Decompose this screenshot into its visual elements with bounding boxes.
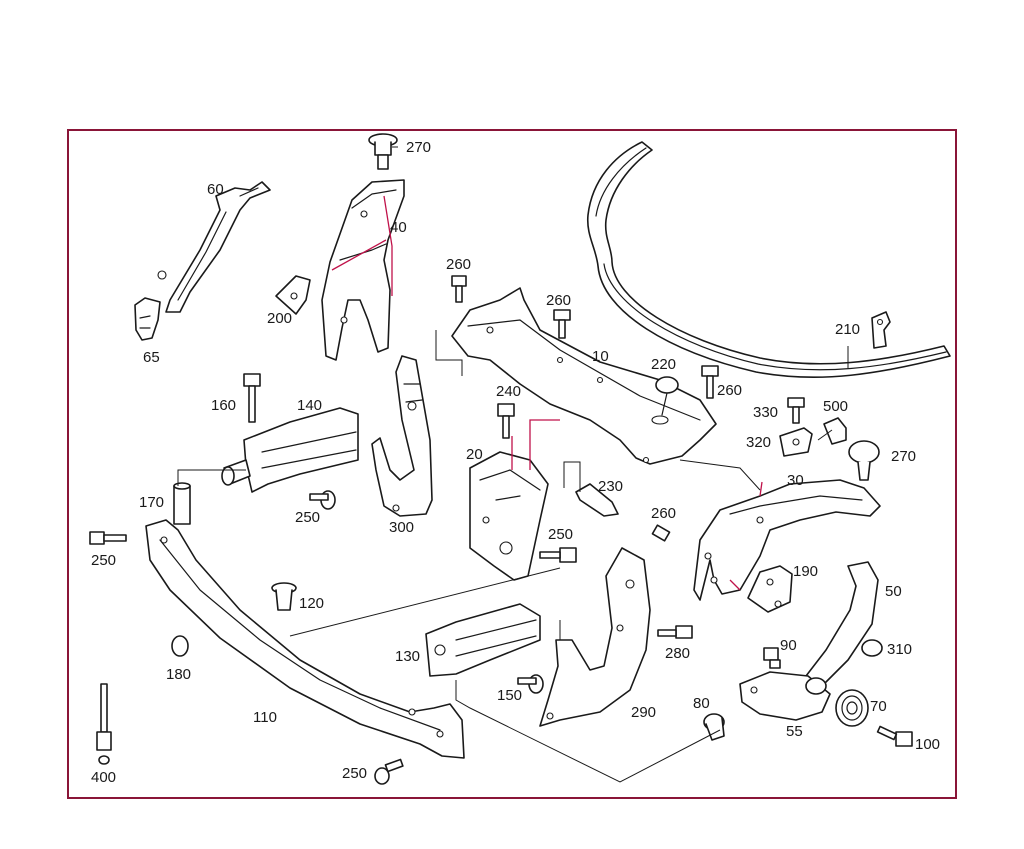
- callout-290[interactable]: 290: [631, 704, 656, 721]
- part-200-bracket: [275, 275, 311, 315]
- callout-60[interactable]: 60: [207, 181, 224, 198]
- callout-50[interactable]: 50: [885, 583, 902, 600]
- callout-240[interactable]: 240: [496, 383, 521, 400]
- callout-labels: 270 40 60 65 200 260 260 10 220 260 210 …: [91, 139, 940, 786]
- callout-250[interactable]: 250: [342, 765, 367, 782]
- callout-270[interactable]: 270: [406, 139, 431, 156]
- callout-190[interactable]: 190: [793, 563, 818, 580]
- part-170-sleeve: [173, 482, 191, 525]
- part-230-clip: [575, 483, 619, 517]
- callout-65[interactable]: 65: [143, 349, 160, 366]
- part-250-bolt-left: [309, 490, 336, 510]
- callout-120[interactable]: 120: [299, 595, 324, 612]
- callout-40[interactable]: 40: [390, 219, 407, 236]
- part-320-bracket: [779, 427, 813, 457]
- part-270-bolt-top: [368, 133, 398, 170]
- leader-lines: [177, 146, 849, 783]
- callout-270[interactable]: 270: [891, 448, 916, 465]
- part-290-crashbox: [539, 547, 651, 727]
- part-190-bracket: [747, 565, 793, 613]
- callout-30[interactable]: 30: [787, 472, 804, 489]
- part-110-bumperbeam: [145, 519, 465, 759]
- callout-300[interactable]: 300: [389, 519, 414, 536]
- callout-250[interactable]: 250: [295, 509, 320, 526]
- callout-280[interactable]: 280: [665, 645, 690, 662]
- part-10-crossmember: [451, 287, 717, 465]
- callout-250[interactable]: 250: [548, 526, 573, 543]
- callout-70[interactable]: 70: [870, 698, 887, 715]
- part-260-bolts: [451, 275, 719, 542]
- callout-260[interactable]: 260: [546, 292, 571, 309]
- part-330-bolt: [787, 397, 805, 424]
- callout-170[interactable]: 170: [139, 494, 164, 511]
- part-270-pushclip: [848, 440, 880, 481]
- callout-160[interactable]: 160: [211, 397, 236, 414]
- part-400-stud: [96, 683, 112, 765]
- callout-320[interactable]: 320: [746, 434, 771, 451]
- part-90-bolt: [763, 647, 781, 669]
- diagram-frame: [67, 129, 957, 799]
- callout-210[interactable]: 210: [835, 321, 860, 338]
- part-130-arm: [425, 603, 541, 677]
- part-220-plug: [655, 376, 679, 416]
- part-80-bushing: [703, 713, 725, 741]
- callout-220[interactable]: 220: [651, 356, 676, 373]
- callout-200[interactable]: 200: [267, 310, 292, 327]
- part-60-strut: [157, 181, 271, 313]
- part-30-bracket: [693, 479, 881, 601]
- part-20-bracket: [469, 419, 560, 581]
- callout-80[interactable]: 80: [693, 695, 710, 712]
- part-250-bolt-center: [539, 547, 577, 563]
- callout-500[interactable]: 500: [823, 398, 848, 415]
- callout-400[interactable]: 400: [91, 769, 116, 786]
- part-100-bolt: [876, 725, 913, 747]
- callout-10[interactable]: 10: [592, 348, 609, 365]
- part-55-lowerarm: [739, 671, 831, 721]
- part-70-rubbermount: [835, 689, 869, 727]
- callout-90[interactable]: 90: [780, 637, 797, 654]
- callout-100[interactable]: 100: [915, 736, 940, 753]
- part-250-bolt-beam-bottom: [374, 758, 404, 785]
- callout-310[interactable]: 310: [887, 641, 912, 658]
- callout-260[interactable]: 260: [446, 256, 471, 273]
- part-250-bolt-beam-left: [89, 531, 127, 545]
- part-150-bolt: [517, 674, 544, 694]
- callout-150[interactable]: 150: [497, 687, 522, 704]
- part-50-bracket: [805, 561, 879, 691]
- callout-260[interactable]: 260: [651, 505, 676, 522]
- part-160-bolt: [243, 373, 261, 423]
- part-180-cap: [171, 635, 189, 657]
- part-120-bushing: [271, 582, 297, 611]
- callout-130[interactable]: 130: [395, 648, 420, 665]
- part-280-bolt: [657, 625, 693, 639]
- callout-140[interactable]: 140: [297, 397, 322, 414]
- callout-330[interactable]: 330: [753, 404, 778, 421]
- part-140-arm: [221, 407, 359, 493]
- callout-180[interactable]: 180: [166, 666, 191, 683]
- callout-250[interactable]: 250: [91, 552, 116, 569]
- part-500-clip: [823, 417, 847, 445]
- part-210-bar: [586, 141, 951, 378]
- part-300-crashbox: [371, 355, 433, 517]
- part-40-support: [321, 179, 405, 361]
- part-240-bolt: [497, 403, 515, 439]
- callout-55[interactable]: 55: [786, 723, 803, 740]
- callout-260[interactable]: 260: [717, 382, 742, 399]
- part-65-bracket: [134, 297, 161, 341]
- callout-110[interactable]: 110: [253, 709, 277, 726]
- callout-230[interactable]: 230: [598, 478, 623, 495]
- part-310-nut: [861, 639, 883, 657]
- callout-20[interactable]: 20: [466, 446, 483, 463]
